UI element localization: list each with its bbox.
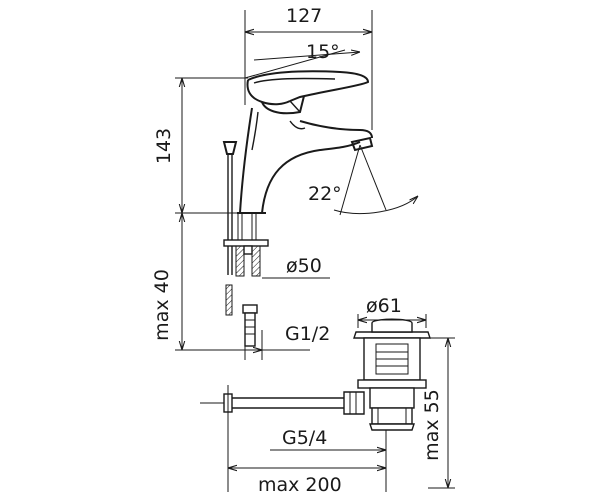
dim-thread-waste: G5/4 xyxy=(282,427,327,449)
extension-lines xyxy=(175,10,455,492)
faucet-body xyxy=(237,107,374,214)
dim-rod-max: max 200 xyxy=(258,474,342,496)
lever-handle xyxy=(246,70,370,115)
linkage-rod xyxy=(200,385,344,420)
dim-handle-angle: 15° xyxy=(306,41,340,63)
mounting-shank xyxy=(223,212,269,347)
dim-shank-max: max 40 xyxy=(151,269,173,341)
dim-height: 143 xyxy=(153,128,175,164)
dim-width-top: 127 xyxy=(286,5,322,27)
dim-spout-angle: 22° xyxy=(308,183,342,205)
dim-base-diameter: ø50 xyxy=(286,255,322,277)
dim-waste-max: max 55 xyxy=(421,389,443,461)
dim-thread-supply: G1/2 xyxy=(285,323,330,345)
dim-waste-diameter: ø61 xyxy=(366,295,402,317)
pop-up-waste xyxy=(343,318,431,431)
lift-rod-top xyxy=(222,141,238,240)
dimension-annotations: 127 15° 143 22° ø50 max 40 G1/2 ø61 G5/4 xyxy=(151,5,448,496)
